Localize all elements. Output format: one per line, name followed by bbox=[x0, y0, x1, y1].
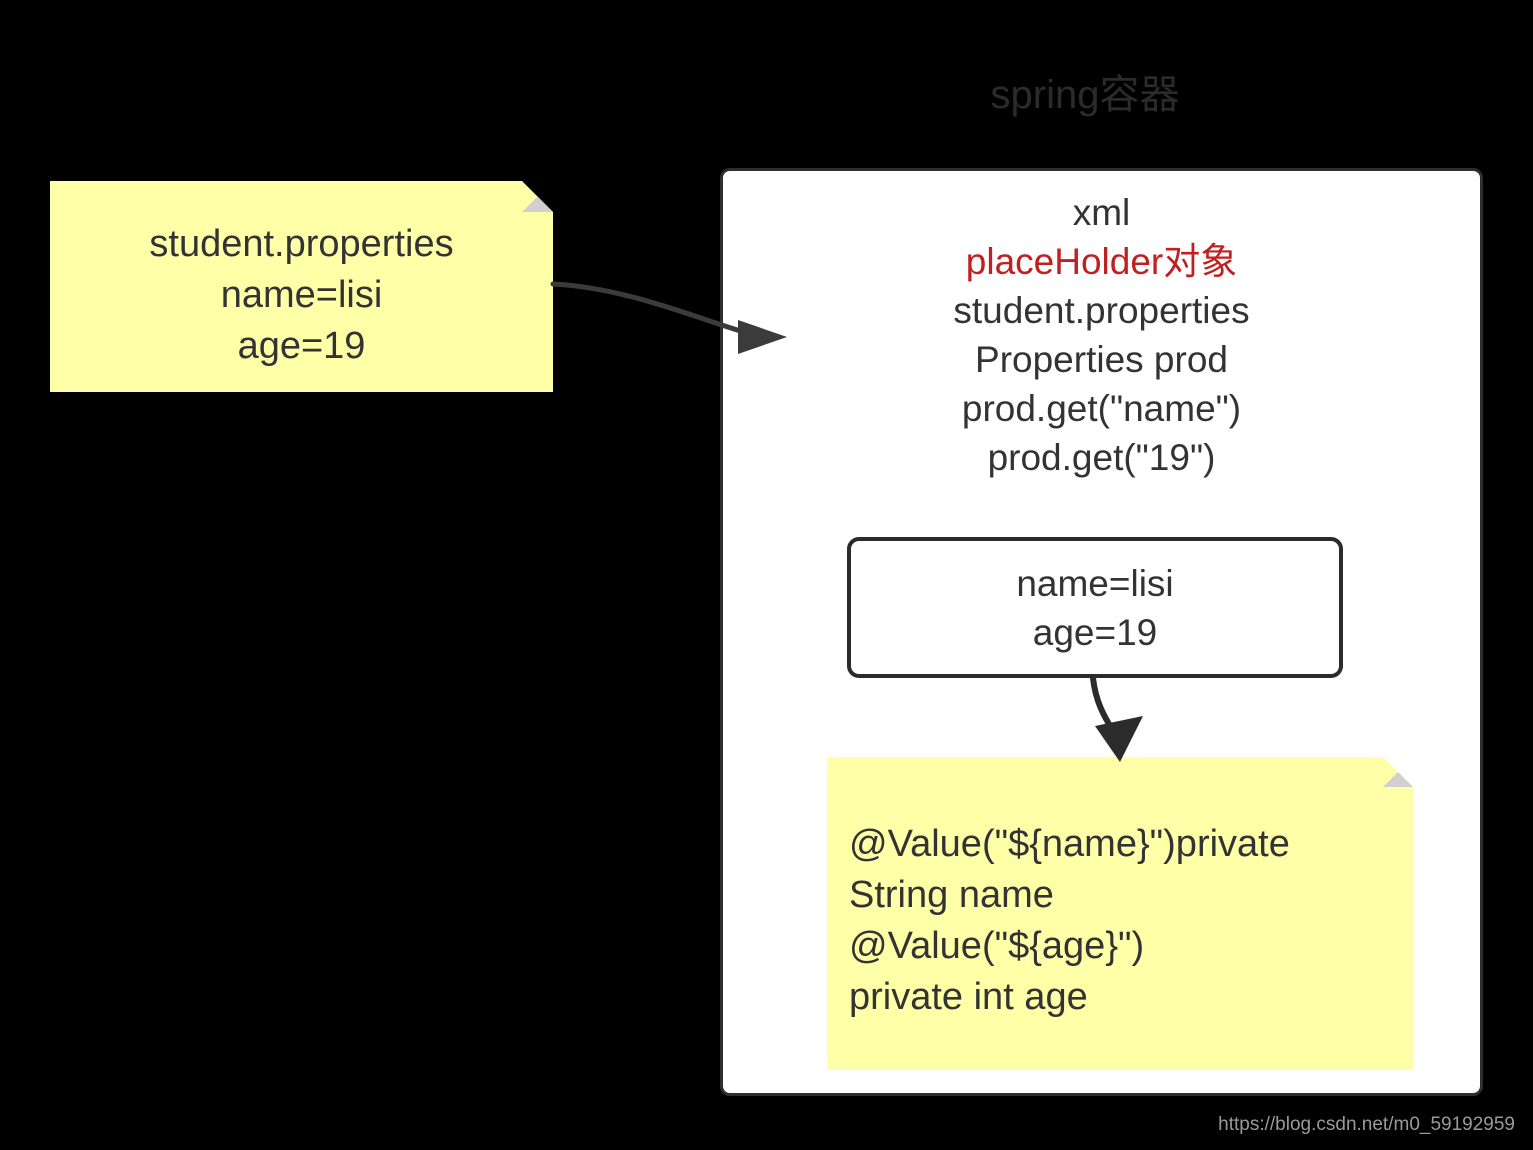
annotation-line-string-name: String name bbox=[849, 874, 1054, 916]
page-title: spring容器 bbox=[990, 73, 1180, 117]
container-line-xml: xml bbox=[1072, 192, 1131, 233]
value-box-line-name: name=lisi bbox=[1016, 562, 1174, 604]
container-line-prod-get-19: prod.get("19") bbox=[987, 437, 1216, 478]
container-line-placeholder: placeHolder对象 bbox=[965, 241, 1238, 282]
annotation-line-int-age: private int age bbox=[849, 976, 1088, 1018]
container-line-prod-get-name: prod.get("name") bbox=[961, 388, 1242, 429]
watermark-text: https://blog.csdn.net/m0_59192959 bbox=[1218, 1114, 1515, 1135]
value-box-line-age: age=19 bbox=[1032, 611, 1158, 653]
container-text-block: xml placeHolder对象 student.properties Pro… bbox=[740, 188, 1463, 482]
note-fold-corner-icon bbox=[522, 181, 553, 212]
annotation-line-value-age: @Value("${age}") bbox=[849, 925, 1145, 967]
student-properties-note-text: student.properties name=lisi age=19 bbox=[50, 219, 553, 372]
value-annotation-note-text: @Value("${name}")private String name @Va… bbox=[849, 819, 1394, 1023]
note-line-name: name=lisi bbox=[220, 274, 383, 316]
container-line-student-properties: student.properties bbox=[953, 290, 1250, 331]
resolved-values-box: name=lisi age=19 bbox=[847, 537, 1343, 678]
note-line-age: age=19 bbox=[237, 325, 366, 367]
student-properties-note: student.properties name=lisi age=19 bbox=[50, 181, 553, 392]
annotation-line-value-name: @Value("${name}")private bbox=[849, 823, 1290, 865]
value-annotation-note: @Value("${name}")private String name @Va… bbox=[827, 757, 1413, 1070]
note-line-file: student.properties bbox=[149, 223, 454, 265]
container-line-properties-prod: Properties prod bbox=[975, 339, 1228, 380]
